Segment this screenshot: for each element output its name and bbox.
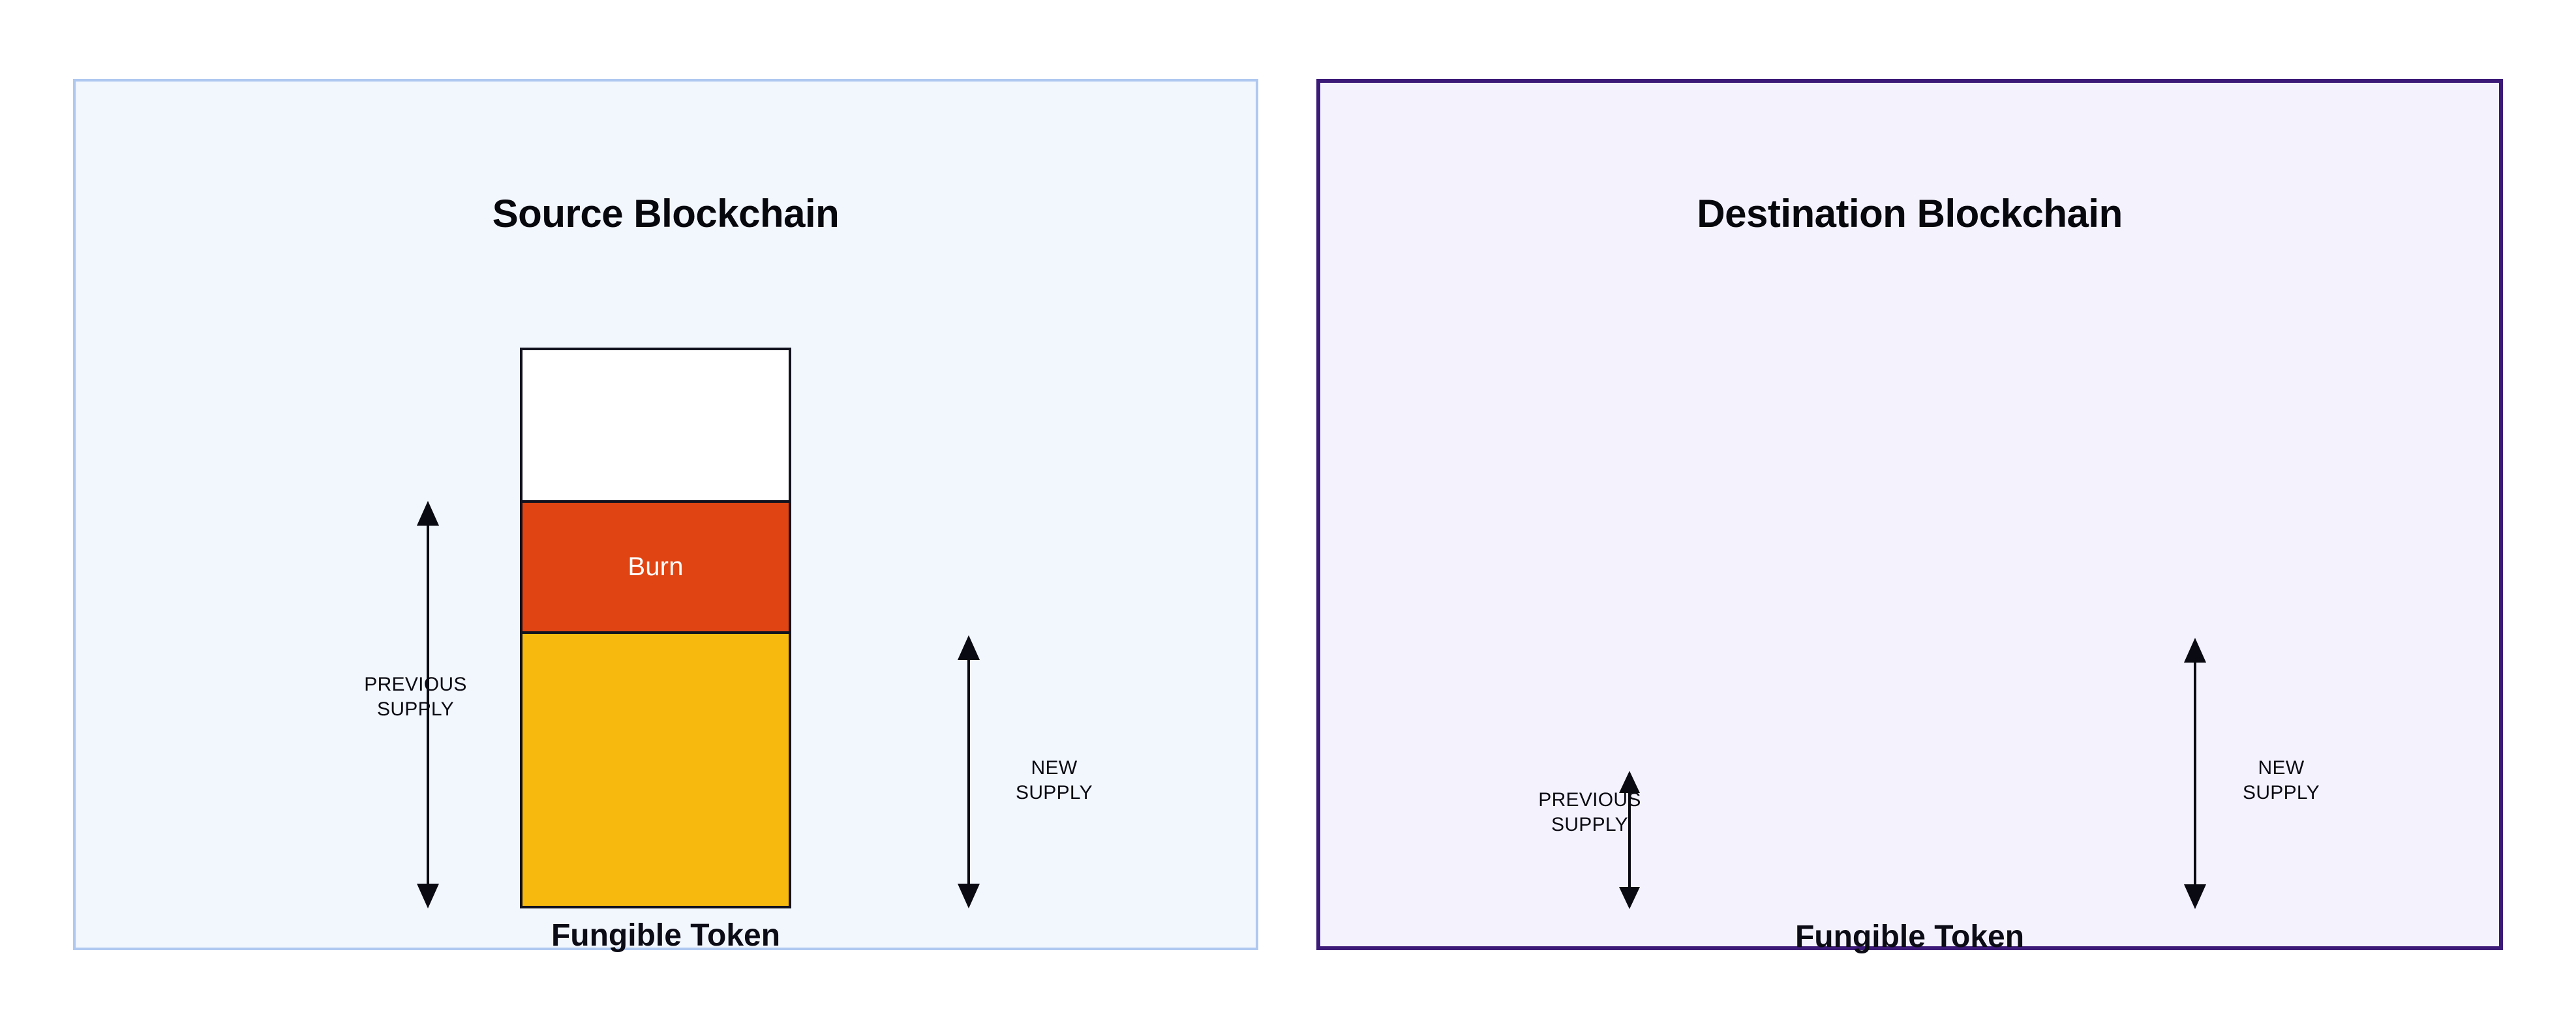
dimension-arrow-previous-supply-source [415,501,441,908]
panel-footer-source: Fungible Token [551,918,781,953]
dimension-arrow-new-supply-destination [2182,638,2208,909]
bar-segment-burn-label: Burn [628,552,684,581]
dimension-label-new-supply-source: NEW SUPPLY [1016,757,1093,804]
panel-destination-blockchain: Destination Blockchain Mint PREVIOUS SUP… [1316,79,2503,954]
panel-title-source: Source Blockchain [492,192,840,235]
token-supply-bar-source: Burn [520,348,791,908]
dimension-label-previous-supply-source: PREVIOUS SUPPLY [364,674,467,721]
panel-footer-destination: Fungible Token [1795,920,2025,954]
bar-segment-burn: Burn [523,500,789,634]
dimension-arrow-previous-supply-destination [1616,771,1643,909]
dimension-arrow-new-supply-source [956,635,982,908]
dimension-label-new-supply-destination: NEW SUPPLY [2243,757,2320,804]
dimension-label-previous-supply-destination: PREVIOUS SUPPLY [1538,789,1641,836]
bar-segment-headroom-source [523,350,789,500]
bar-segment-remaining-supply-source [523,633,789,906]
panel-source-blockchain: Source Blockchain Burn PREVIOUS SUPPLY [73,79,1258,953]
panel-title-destination: Destination Blockchain [1697,192,2123,235]
